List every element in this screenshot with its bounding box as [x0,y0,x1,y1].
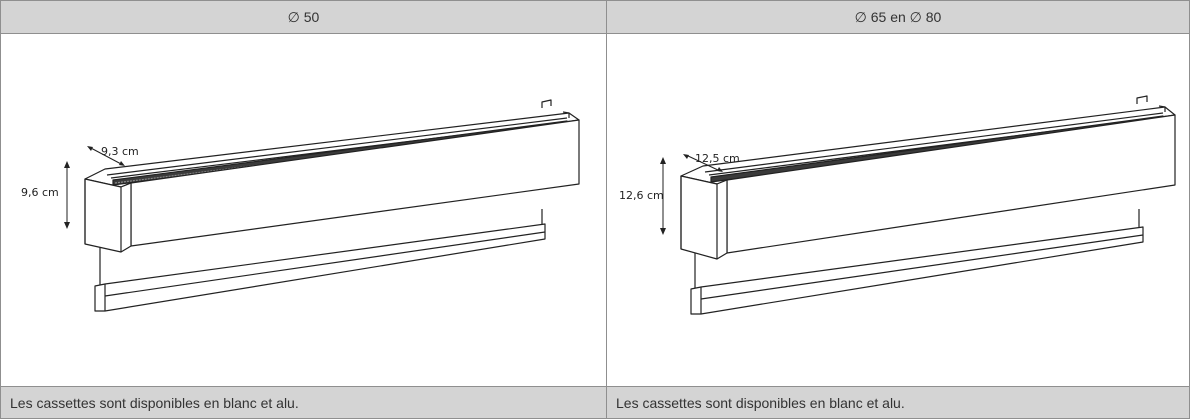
header-label: ∅ 50 [287,8,320,25]
roller-blind-cassette-icon: 12,5 cm 12,6 cm [619,95,1176,315]
footer-cell-65-80: Les cassettes sont disponibles en blanc … [606,386,1190,419]
header-cell-65-80: ∅ 65 en ∅ 80 [606,0,1190,34]
illustration-cell-50: 9,3 cm 9,6 cm [0,33,607,387]
width-dimension-label: 12,5 cm [695,152,740,165]
width-dimension-label: 9,3 cm [101,145,139,158]
footer-note: Les cassettes sont disponibles en blanc … [10,394,299,411]
roller-blind-cassette-icon: 9,3 cm 9,6 cm [21,99,580,312]
illustration-cell-65-80: 12,5 cm 12,6 cm [606,33,1190,387]
height-dimension-label: 9,6 cm [21,186,59,199]
footer-note: Les cassettes sont disponibles en blanc … [616,394,905,411]
header-label: ∅ 65 en ∅ 80 [854,8,942,25]
height-dimension-label: 12,6 cm [619,189,664,202]
footer-cell-50: Les cassettes sont disponibles en blanc … [0,386,607,419]
header-cell-50: ∅ 50 [0,0,607,34]
